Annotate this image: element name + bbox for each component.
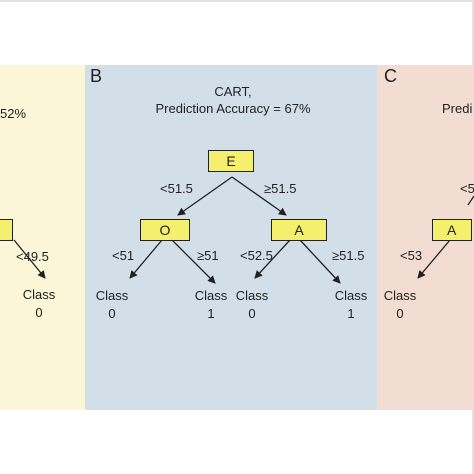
panel-c-node: A — [432, 219, 472, 241]
panel-b-leaf-4-class-label: Class — [334, 288, 368, 303]
panel-b-root-left-edge-label: <51.5 — [160, 181, 193, 196]
panel-b-title: CART, — [214, 84, 252, 99]
panel-b-right-node-right-edge-label: ≥51.5 — [332, 248, 365, 263]
panel-b-leaf-2-class-label: Class — [194, 288, 228, 303]
panel-b-leaf-3-class-value: 0 — [248, 306, 256, 321]
panel-a-edge-right-label: <49.5 — [16, 249, 49, 264]
top-border — [0, 0, 474, 2]
panel-b-left-node-right-edge-label: ≥51 — [197, 248, 219, 263]
panel-a-node-fragment — [0, 219, 13, 241]
panel-b-right-node: A — [271, 219, 327, 241]
panel-b-leaf-4-class-value: 1 — [347, 306, 355, 321]
panel-b-letter: B — [90, 66, 103, 86]
panel-c-node-left-edge-label: <53 — [400, 248, 423, 263]
panel-c-root-edge-fragment: <5 — [460, 181, 474, 196]
panel-b-leaf-1-class-value: 0 — [108, 306, 116, 321]
panel-c-leaf-class-value: 0 — [396, 306, 404, 321]
panel-a-leaf-class-label: Class — [22, 287, 56, 302]
panel-c-leaf-class-label: Class — [383, 288, 417, 303]
panel-b-leaf-1-class-label: Class — [95, 288, 129, 303]
panel-b-left-node-left-edge-label: <51 — [112, 248, 135, 263]
panel-b-right-node-left-edge-label: <52.5 — [240, 248, 273, 263]
panel-a-leaf-class-value: 0 — [35, 305, 43, 320]
panel-a — [0, 65, 85, 410]
panel-b-leaf-2-class-value: 1 — [207, 306, 215, 321]
panel-b — [85, 65, 377, 410]
panel-b-root-node: E — [208, 150, 254, 172]
panel-b-leaf-3-class-label: Class — [235, 288, 269, 303]
panel-c-letter: C — [384, 66, 397, 86]
panel-b-accuracy: Prediction Accuracy = 67% — [155, 101, 311, 116]
panel-a-accuracy-fragment: 52% — [0, 106, 27, 121]
panel-c-accuracy-fragment: Predi — [442, 101, 473, 116]
panel-b-root-right-edge-label: ≥51.5 — [264, 181, 297, 196]
panel-b-left-node: O — [140, 219, 190, 241]
